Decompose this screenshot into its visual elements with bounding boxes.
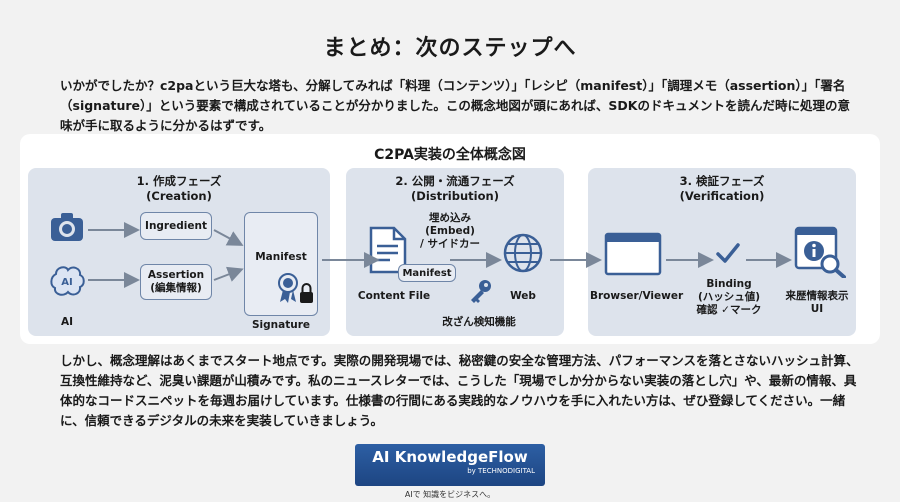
binding-line2: (ハッシュ値) (697, 291, 761, 303)
intro-paragraph: いかがでしたか？c2paという巨大な塔も、分解してみれば「料理（コンテンツ）」「… (60, 78, 850, 133)
concept-diagram: C2PA実装の全体概念図 1. 作成フェーズ (Creation) AI AI … (20, 134, 880, 344)
phase-distribution: 2. 公開・流通フェーズ (Distribution) 埋め込み (Embed)… (346, 168, 564, 336)
info-search-icon (794, 226, 846, 278)
browser-label: Browser/Viewer (590, 290, 684, 302)
tamper-label: 改ざん検知機能 (442, 316, 516, 328)
embed-line3: / サイドカー (420, 238, 480, 250)
web-label: Web (510, 290, 536, 302)
phase1-title: 1. 作成フェーズ (136, 174, 222, 188)
phase1-subtitle: (Creation) (146, 189, 212, 203)
key-icon (471, 280, 491, 303)
phase2-title: 2. 公開・流通フェーズ (395, 174, 515, 188)
embed-label: 埋め込み (Embed) / サイドカー (410, 212, 490, 251)
camera-icon (51, 213, 83, 241)
logo-sub-text: by TECHNODIGITAL (467, 467, 535, 475)
assertion-box: Assertion (編集情報) (140, 264, 212, 300)
binding-line1: Binding (706, 278, 752, 290)
tagline: AIで 知識をビジネスへ。 (404, 490, 496, 499)
diagram-title: C2PA実装の全体概念図 (374, 147, 526, 163)
ai-brain-icon: AI (50, 266, 85, 296)
brand-logo: AI KnowledgeFlow by TECHNODIGITAL (355, 444, 545, 486)
ai-label: AI (60, 316, 74, 328)
binding-label: Binding (ハッシュ値) 確認 ✓マーク (688, 278, 770, 317)
logo-main-text: AI KnowledgeFlow (372, 448, 528, 466)
embedded-manifest-box: Manifest (398, 264, 456, 282)
assertion-sublabel: (編集情報) (150, 282, 202, 294)
phase2-subtitle: (Distribution) (411, 189, 499, 203)
ui-line1: 来歴情報表示 (785, 290, 849, 302)
phase-verification: 3. 検証フェーズ (Verification) Browser/Viewer … (588, 168, 856, 336)
signature-label: Signature (251, 319, 311, 331)
svg-text:AI: AI (61, 277, 72, 288)
checkmark-icon (716, 243, 740, 263)
manifest-label: Manifest (255, 251, 307, 263)
binding-line3: 確認 ✓マーク (696, 304, 762, 316)
ui-label: 来歴情報表示 UI (778, 290, 856, 316)
assertion-label: Assertion (147, 269, 205, 281)
embed-line1: 埋め込み (429, 212, 471, 224)
content-file-label: Content File (357, 290, 431, 302)
ui-line2: UI (810, 303, 824, 315)
ingredient-box: Ingredient (140, 212, 212, 240)
outro-paragraph: しかし、概念理解はあくまでスタート地点です。実際の開発現場では、秘密鍵の安全な管… (60, 353, 859, 428)
phase3-subtitle: (Verification) (679, 189, 765, 203)
embed-line2: (Embed) (425, 225, 475, 237)
globe-icon (503, 233, 543, 273)
phase3-title: 3. 検証フェーズ (679, 174, 765, 188)
seal-lock-icon (278, 273, 313, 303)
browser-window-icon (604, 232, 662, 276)
phase-creation: 1. 作成フェーズ (Creation) AI AI Ingredient As… (28, 168, 330, 336)
page-title: まとめ：次のステップへ (323, 36, 577, 61)
